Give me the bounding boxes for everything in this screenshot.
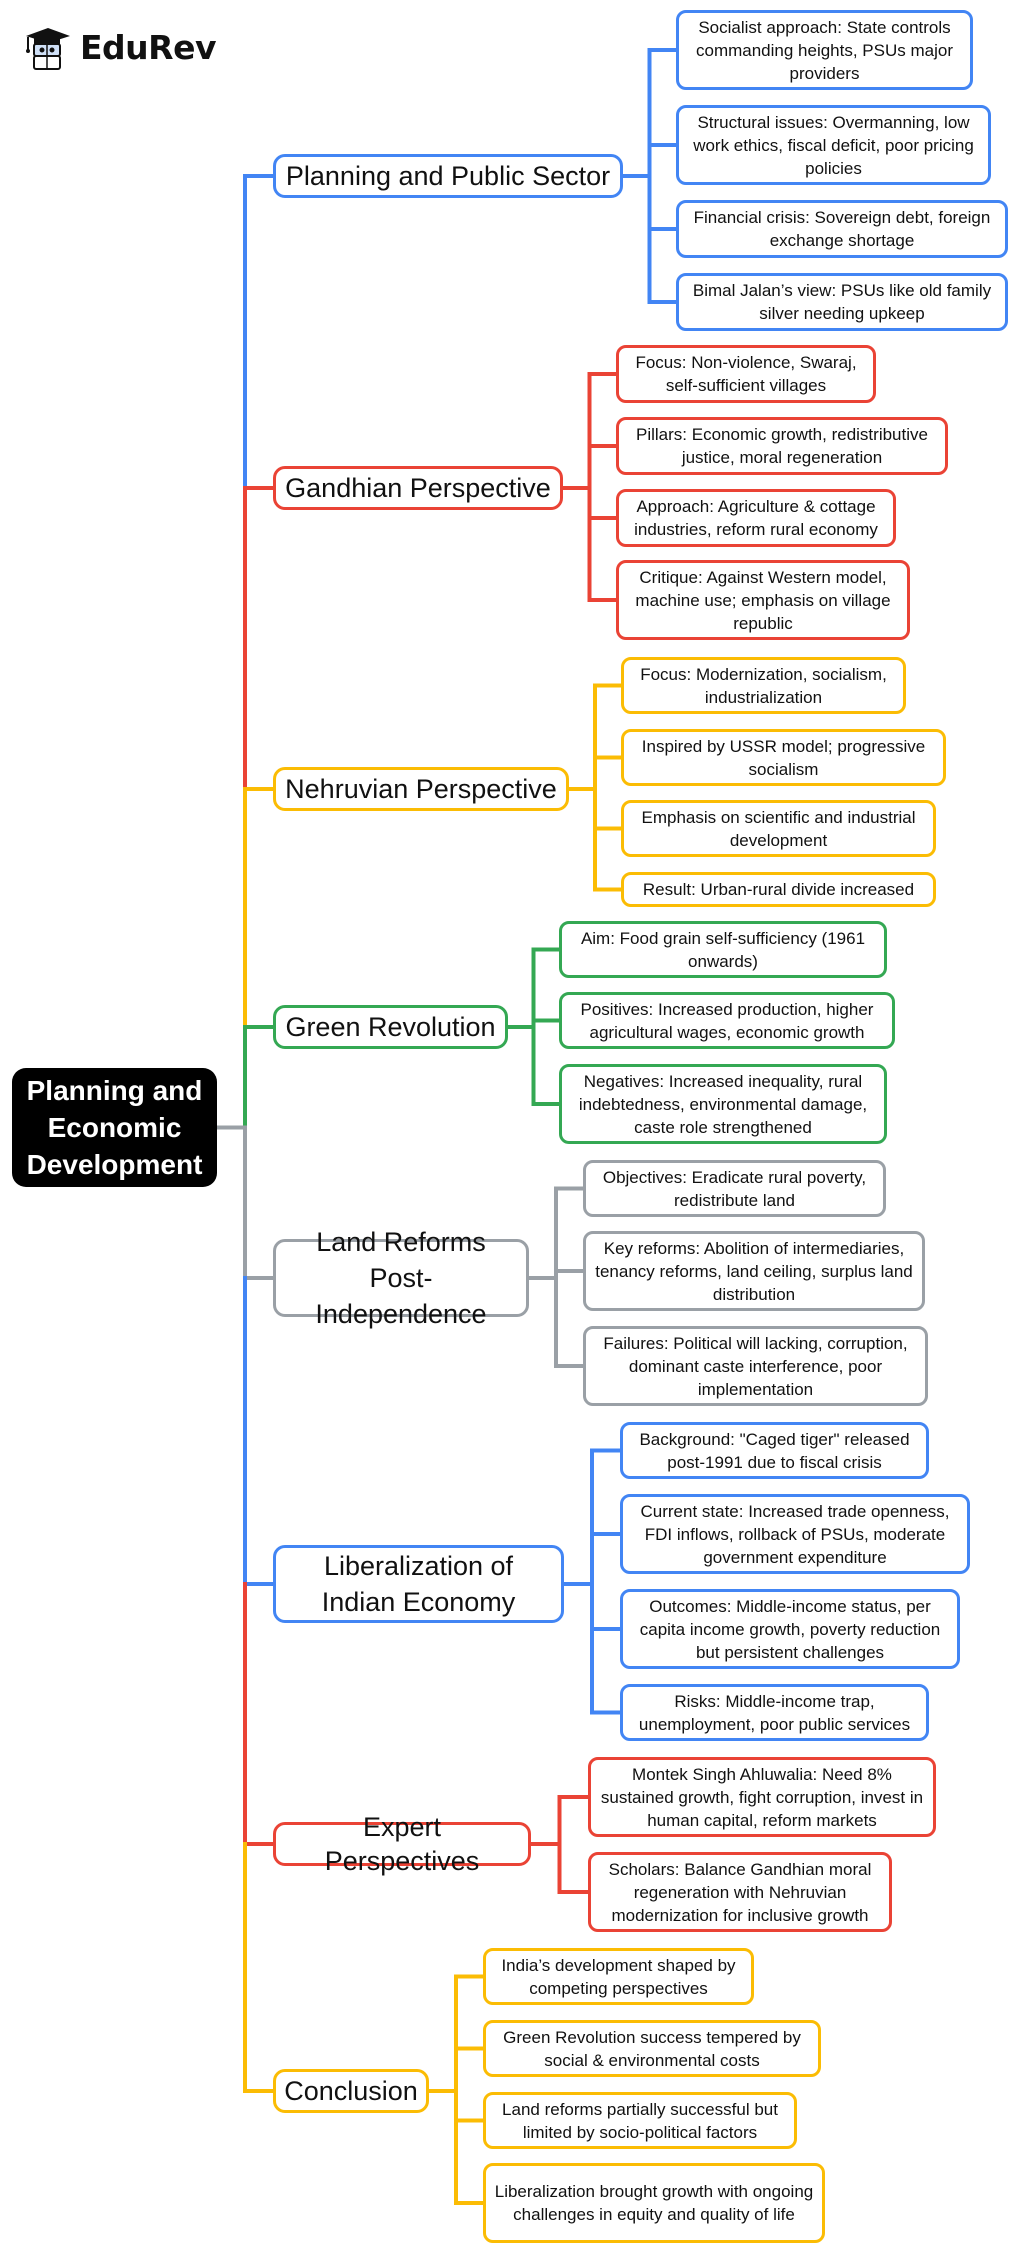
logo-text: EduRev [80,27,216,67]
graduation-cap-book-icon [26,28,70,70]
branch-green-revolution[interactable]: Green Revolution [273,1005,508,1049]
leaf-land-objectives[interactable]: Objectives: Eradicate rural poverty, red… [583,1160,886,1217]
leaf-conclusion-land[interactable]: Land reforms partially successful but li… [483,2092,797,2149]
leaf-gandhian-focus[interactable]: Focus: Non-violence, Swaraj, self-suffic… [616,345,876,403]
leaf-financial-crisis[interactable]: Financial crisis: Sovereign debt, foreig… [676,200,1008,258]
leaf-expert-scholars[interactable]: Scholars: Balance Gandhian moral regener… [588,1852,892,1932]
leaf-nehruvian-ussr[interactable]: Inspired by USSR model; progressive soci… [621,729,946,786]
leaf-nehruvian-result[interactable]: Result: Urban-rural divide increased [621,872,936,907]
leaf-conclusion-liberalization[interactable]: Liberalization brought growth with ongoi… [483,2163,825,2243]
branch-liberalization[interactable]: Liberalization of Indian Economy [273,1545,564,1623]
leaf-bimal-jalan-view[interactable]: Bimal Jalan’s view: PSUs like old family… [676,273,1008,331]
edurev-logo: EduRev [22,22,216,72]
leaf-green-positives[interactable]: Positives: Increased production, higher … [559,992,895,1049]
root-node[interactable]: Planning and Economic Development [12,1068,217,1187]
leaf-green-aim[interactable]: Aim: Food grain self-sufficiency (1961 o… [559,921,887,978]
leaf-land-failures[interactable]: Failures: Political will lacking, corrup… [583,1326,928,1406]
leaf-lib-current-state[interactable]: Current state: Increased trade openness,… [620,1494,970,1574]
leaf-gandhian-approach[interactable]: Approach: Agriculture & cottage industri… [616,489,896,547]
branch-planning-public-sector[interactable]: Planning and Public Sector [273,154,623,198]
branch-land-reforms[interactable]: Land Reforms Post-Independence [273,1227,529,1329]
leaf-nehruvian-focus[interactable]: Focus: Modernization, socialism, industr… [621,657,906,714]
branch-conclusion[interactable]: Conclusion [273,2069,429,2113]
leaf-structural-issues[interactable]: Structural issues: Overmanning, low work… [676,105,991,185]
leaf-conclusion-green[interactable]: Green Revolution success tempered by soc… [483,2020,821,2077]
leaf-land-key-reforms[interactable]: Key reforms: Abolition of intermediaries… [583,1231,925,1311]
leaf-green-negatives[interactable]: Negatives: Increased inequality, rural i… [559,1064,887,1144]
leaf-expert-montek[interactable]: Montek Singh Ahluwalia: Need 8% sustaine… [588,1757,936,1837]
leaf-socialist-approach[interactable]: Socialist approach: State controls comma… [676,10,973,90]
branch-expert-perspectives[interactable]: Expert Perspectives [273,1812,531,1876]
leaf-gandhian-critique[interactable]: Critique: Against Western model, machine… [616,560,910,640]
leaf-conclusion-competing[interactable]: India’s development shaped by competing … [483,1948,754,2005]
branch-nehruvian-perspective[interactable]: Nehruvian Perspective [273,767,569,811]
leaf-gandhian-pillars[interactable]: Pillars: Economic growth, redistributive… [616,417,948,475]
leaf-lib-outcomes[interactable]: Outcomes: Middle-income status, per capi… [620,1589,960,1669]
leaf-lib-risks[interactable]: Risks: Middle-income trap, unemployment,… [620,1684,929,1741]
leaf-nehruvian-emphasis[interactable]: Emphasis on scientific and industrial de… [621,800,936,857]
leaf-lib-background[interactable]: Background: "Caged tiger" released post-… [620,1422,929,1479]
branch-gandhian-perspective[interactable]: Gandhian Perspective [273,466,563,510]
